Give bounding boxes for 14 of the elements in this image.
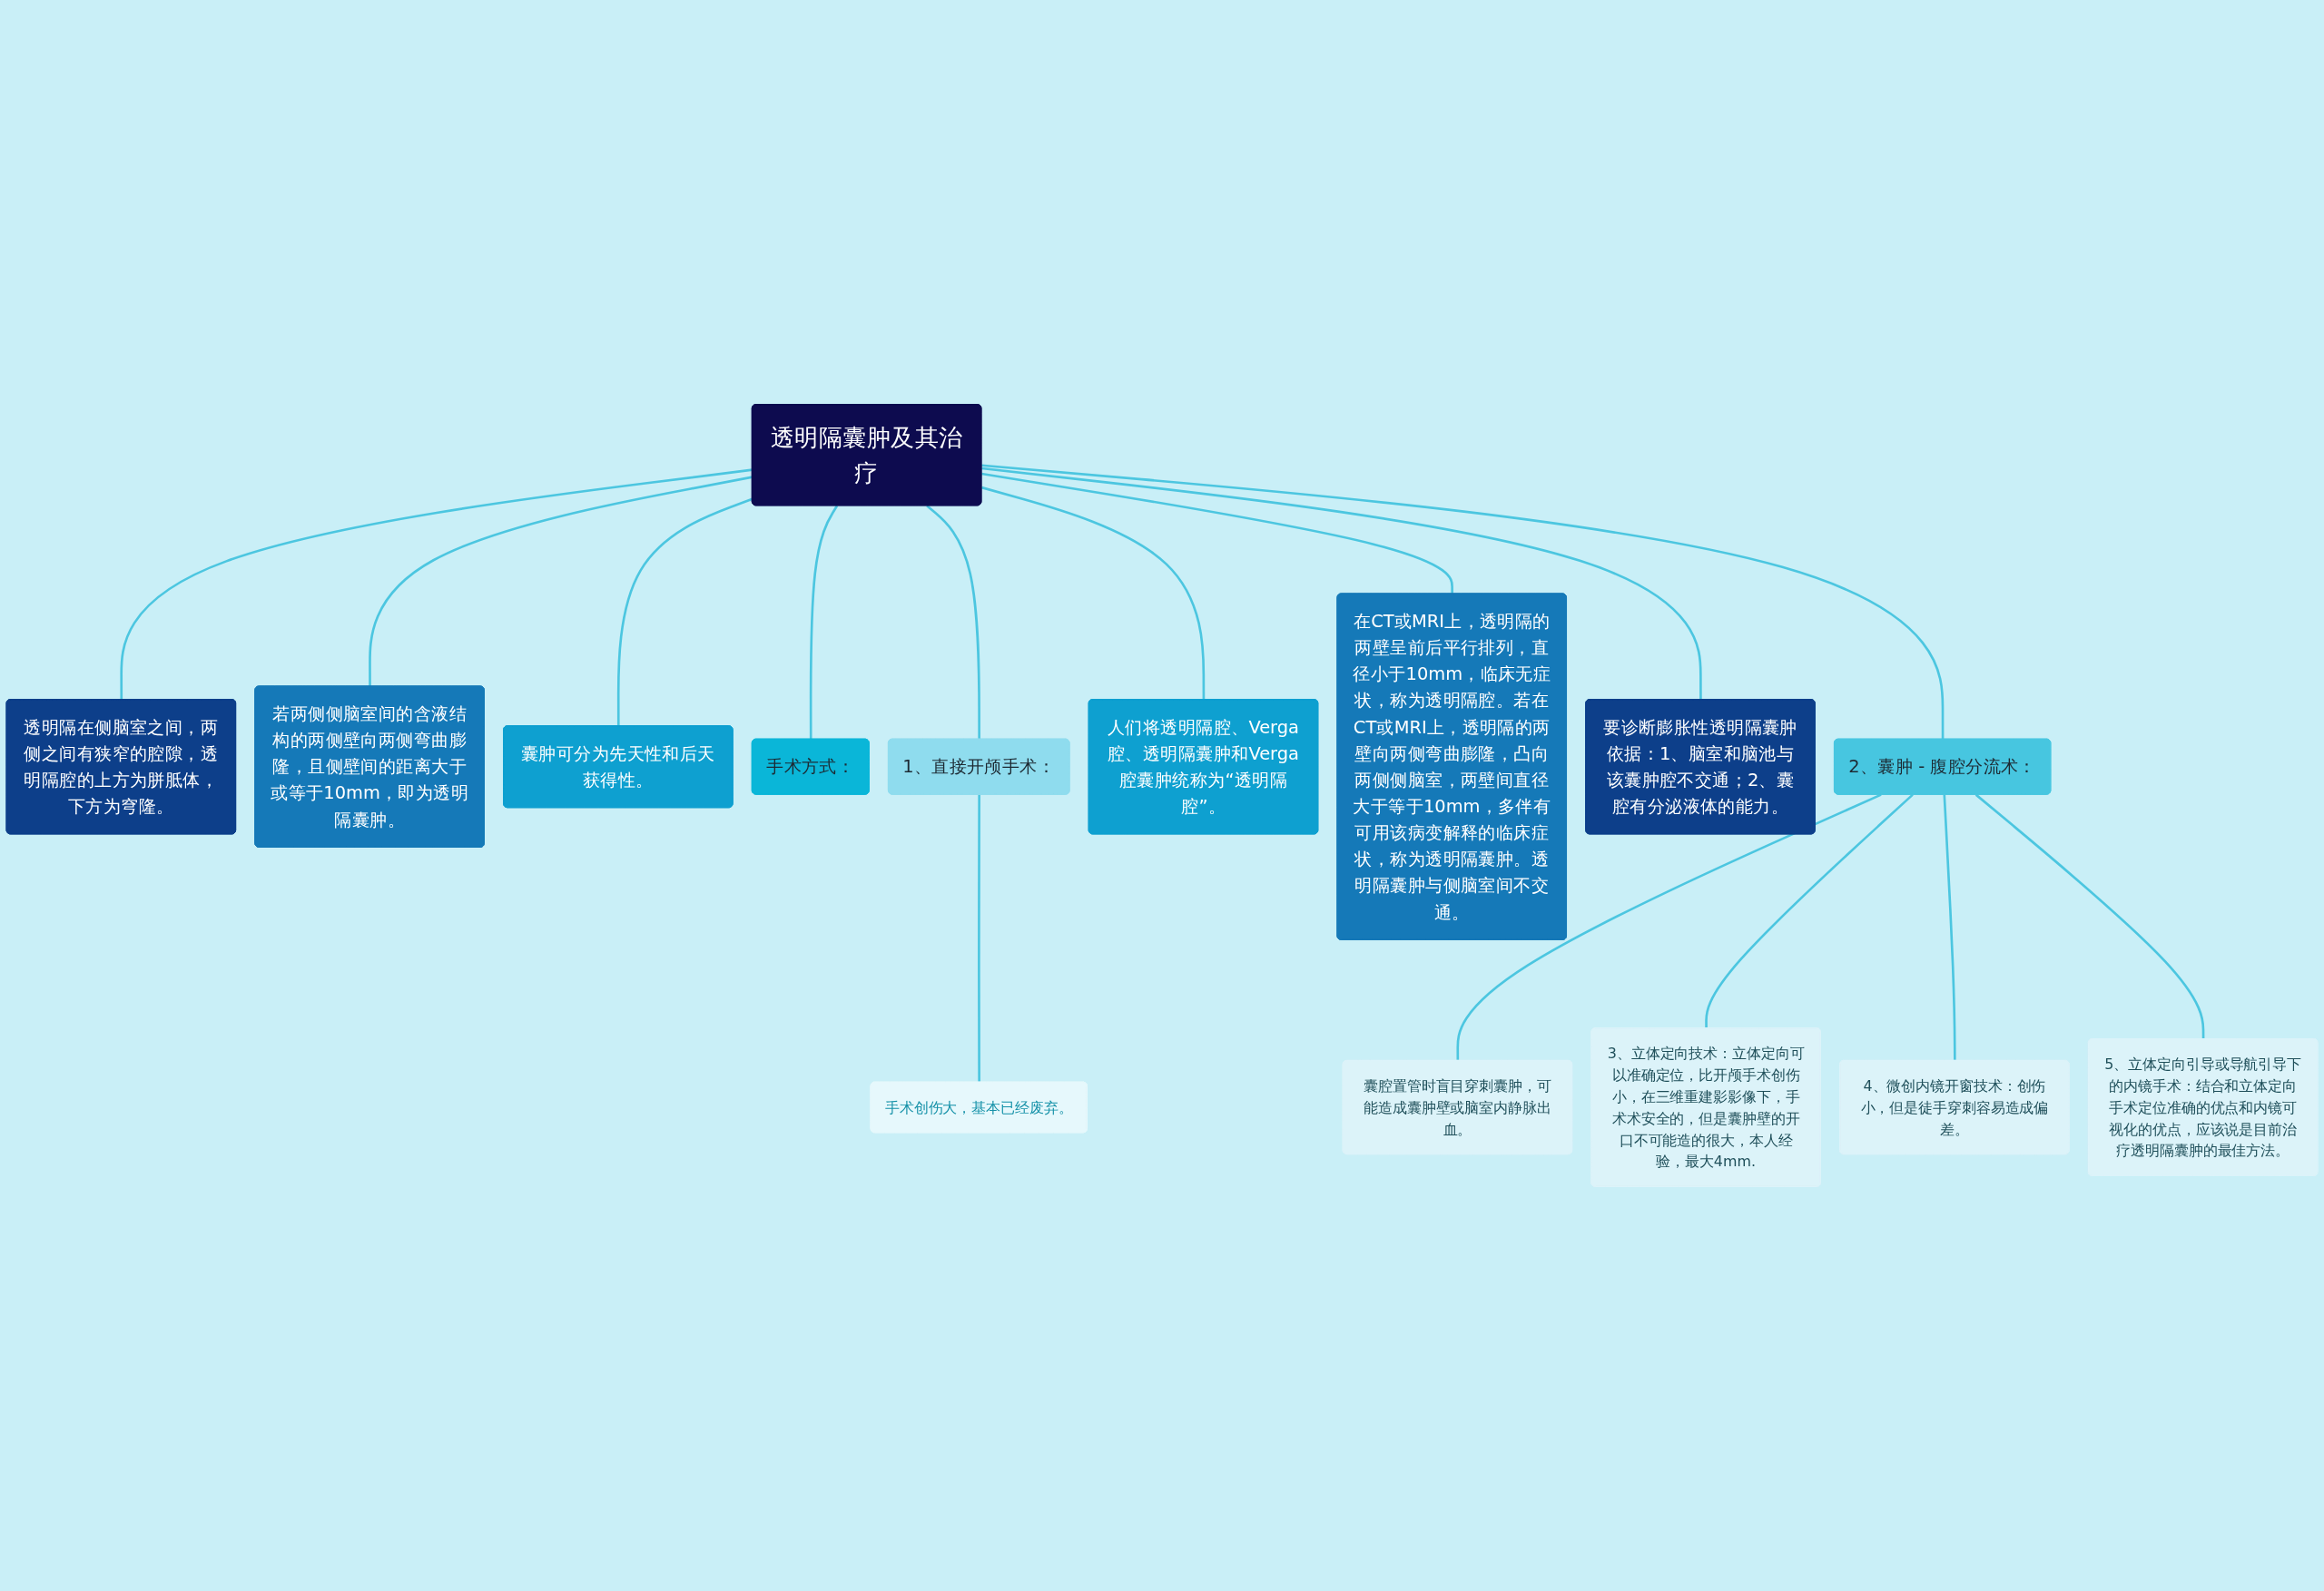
connector [1974,793,2205,1039]
connector [369,476,753,687]
connector [981,466,1702,700]
connector [1456,793,1882,1061]
connector [1943,794,1956,1061]
connector [981,464,1945,740]
connector [926,505,980,740]
connector [809,505,839,740]
connector [978,794,980,1083]
connector [981,486,1206,700]
connector [981,472,1453,594]
connector [616,497,753,727]
connector [1705,793,1914,1029]
connector [120,468,753,700]
